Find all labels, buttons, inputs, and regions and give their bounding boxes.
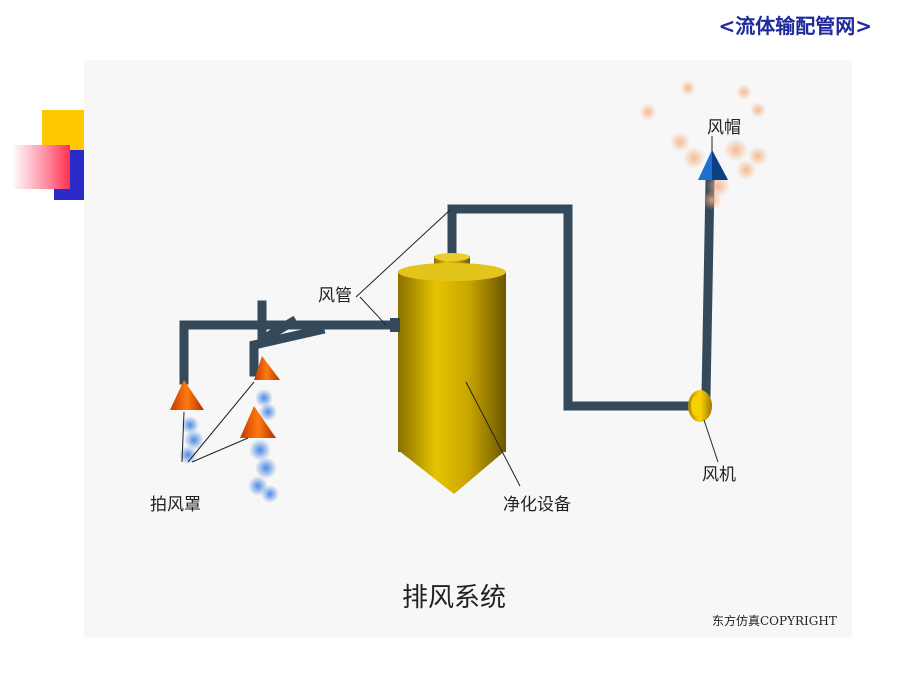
decor-red-gradient	[12, 145, 70, 189]
duct-branch-diagonal	[257, 300, 299, 348]
page-title: <流体输配管网>	[718, 14, 872, 38]
hood-mid	[254, 356, 280, 380]
duct-stack	[701, 177, 715, 400]
fan-cap	[698, 150, 728, 180]
duct-network	[179, 177, 715, 411]
label-hood: 拍风罩	[150, 495, 201, 515]
hood-left	[170, 380, 204, 410]
exhaust-hoods	[170, 356, 280, 438]
label-fan-cap: 风帽	[707, 118, 741, 138]
diagram-caption: 排风系统	[402, 583, 506, 613]
label-fan: 风机	[702, 465, 736, 485]
leader-lines	[181, 136, 719, 487]
label-purifier: 净化设备	[503, 495, 571, 515]
exhaust-plume	[639, 80, 768, 210]
fan	[688, 390, 712, 422]
hood-right	[240, 406, 276, 438]
intake-airflow	[179, 389, 279, 503]
purifier-vessel	[390, 253, 506, 494]
duct-branch-left	[179, 320, 400, 385]
duct-main	[447, 204, 699, 411]
label-duct: 风管	[318, 286, 352, 306]
duct-branch-right	[249, 324, 326, 377]
copyright-text: 东方仿真COPYRIGHT	[712, 613, 837, 628]
